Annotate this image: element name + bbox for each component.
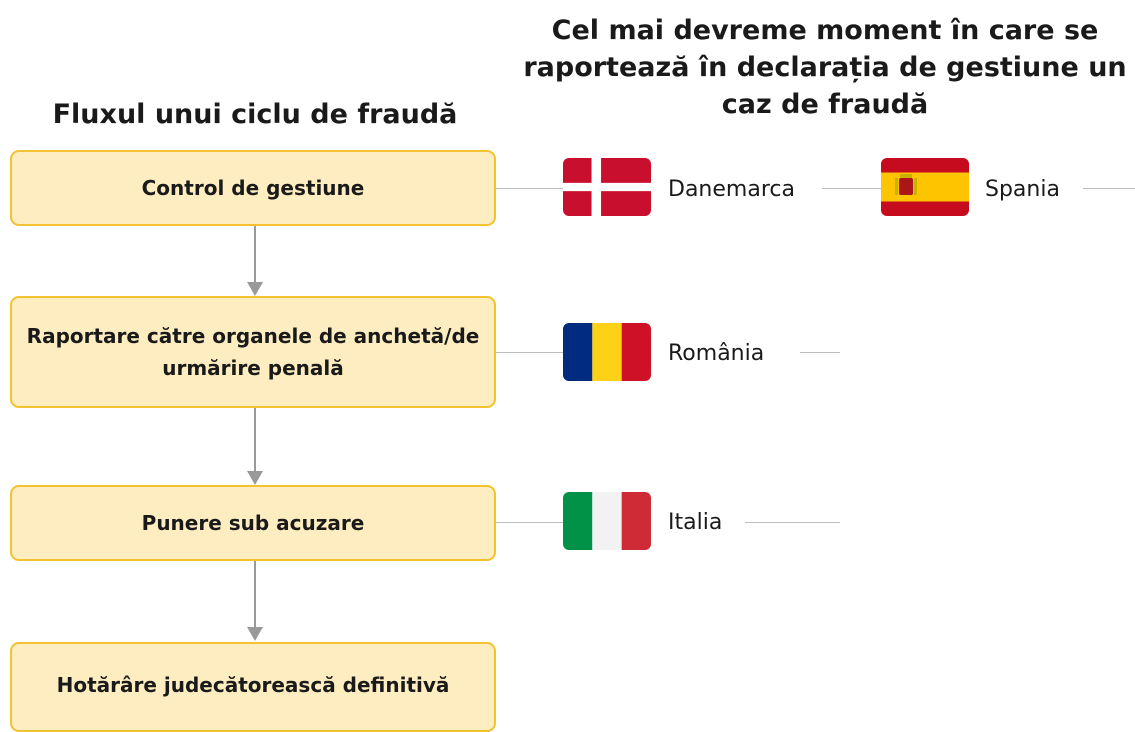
step-label: Hotărâre judecătorească definitivă: [56, 673, 450, 697]
connector-romania-end: [800, 352, 840, 353]
earliest-reporting-heading: Cel mai devreme moment în care se raport…: [523, 15, 1127, 120]
country-label-romania: România: [668, 341, 765, 366]
step-label: Control de gestiune: [141, 176, 365, 200]
country-label-spain: Spania: [985, 177, 1060, 202]
romania-flag-icon: [563, 323, 651, 381]
flow-arrow-3-head: [247, 627, 263, 641]
connector-step3-italy: [496, 522, 564, 523]
flow-arrow-1-line: [254, 226, 256, 284]
connector-step2-romania: [496, 352, 564, 353]
spain-flag-icon: [881, 158, 969, 216]
step-label: Raportare către organele de anchetă/de u…: [26, 324, 480, 380]
country-label-denmark: Danemarca: [668, 177, 795, 202]
step-management-control: Control de gestiune: [10, 150, 496, 226]
flow-arrow-2-line: [254, 408, 256, 473]
italy-flag-icon: [563, 492, 651, 550]
step-indictment: Punere sub acuzare: [10, 485, 496, 561]
denmark-flag-icon: [563, 158, 651, 216]
country-label-italy: Italia: [668, 510, 723, 535]
flow-arrow-3-line: [254, 561, 256, 629]
flow-arrow-1-head: [247, 282, 263, 296]
connector-denmark-spain: [822, 188, 882, 189]
connector-step1-denmark: [496, 188, 564, 189]
step-final-judgment: Hotărâre judecătorească definitivă: [10, 642, 496, 732]
flow-arrow-2-head: [247, 471, 263, 485]
flow-heading: Fluxul unui ciclu de fraudă: [52, 99, 458, 130]
connector-spain-end: [1083, 188, 1135, 189]
connector-italy-end: [745, 522, 840, 523]
step-reporting-to-investigation: Raportare către organele de anchetă/de u…: [10, 296, 496, 408]
step-label: Punere sub acuzare: [141, 511, 365, 535]
